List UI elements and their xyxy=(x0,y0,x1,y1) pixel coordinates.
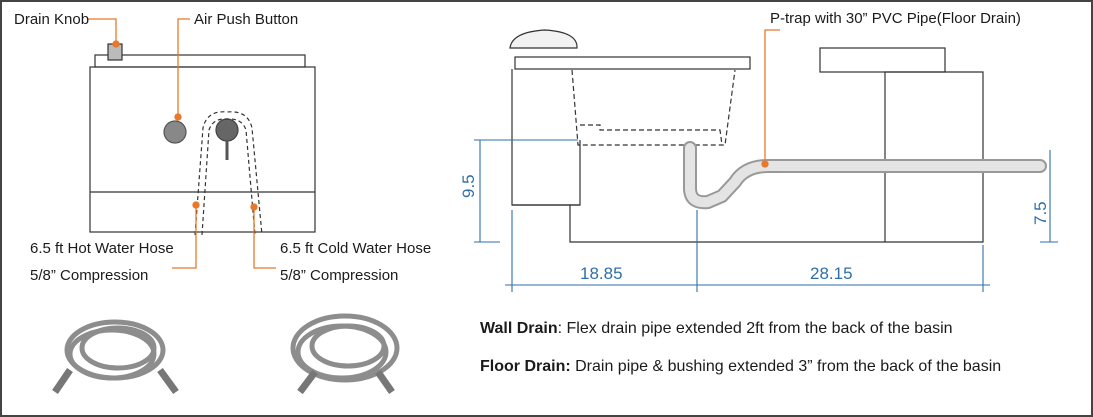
drain-knob-leader xyxy=(88,18,117,44)
cold-water-hose-image xyxy=(290,313,400,395)
front-callout-lines xyxy=(88,18,276,269)
dim-width-left-label: 18.85 xyxy=(580,264,623,283)
hose-outline-outer xyxy=(194,111,263,236)
cold-hose-label-1: 6.5 ft Cold Water Hose xyxy=(280,240,431,257)
wall-drain-text: : Flex drain pipe extended 2ft from the … xyxy=(557,320,953,337)
drain-pipe-highlight xyxy=(685,143,1045,208)
front-step xyxy=(570,140,581,206)
ptrap-dot xyxy=(761,160,769,168)
bowl-inner xyxy=(580,124,723,146)
side-body xyxy=(511,69,984,243)
drain-knob-label: Drain Knob xyxy=(14,11,89,28)
air-push-button xyxy=(163,120,187,144)
drain-knob-dot xyxy=(112,40,120,48)
floor-drain-note: Floor Drain: Drain pipe & bushing extend… xyxy=(480,358,1001,376)
dim-left-height-label: 9.5 xyxy=(459,174,478,198)
ptrap-leader xyxy=(764,29,780,164)
cold-hose-leader xyxy=(253,207,276,269)
dim-right-height-label: 7.5 xyxy=(1031,201,1050,225)
air-button-dot xyxy=(174,113,182,121)
basin-top xyxy=(514,56,751,70)
cold-hose-dot xyxy=(250,203,258,211)
basin-lid xyxy=(94,54,306,68)
floor-drain-text: Drain pipe & bushing extended 3” from th… xyxy=(570,358,1002,375)
hot-water-hose-image xyxy=(52,319,179,395)
air-push-button-label: Air Push Button xyxy=(194,11,298,28)
hot-hose-label-2: 5/8” Compression xyxy=(30,267,148,284)
floor-drain-label: Floor Drain: xyxy=(480,358,571,375)
dimension-lines xyxy=(474,139,1058,292)
hose-outline-inner xyxy=(201,118,256,236)
faucet xyxy=(215,118,239,142)
hot-hose-label-1: 6.5 ft Hot Water Hose xyxy=(30,240,174,257)
basin-body xyxy=(89,66,316,233)
wall-drain-note: Wall Drain: Flex drain pipe extended 2ft… xyxy=(480,320,953,338)
side-callout-lines xyxy=(761,29,780,168)
front-view xyxy=(89,43,316,236)
bowl-outline xyxy=(571,69,736,146)
ptrap-label: P-trap with 30” PVC Pipe(Floor Drain) xyxy=(770,10,1021,27)
dim-width-right-label: 28.15 xyxy=(810,264,853,283)
hot-hose-dot xyxy=(192,201,200,209)
headrest xyxy=(509,29,578,49)
rear-unit xyxy=(819,47,946,73)
cold-hose-label-2: 5/8” Compression xyxy=(280,267,398,284)
wall-drain-label: Wall Drain xyxy=(480,320,558,337)
hot-hose-leader xyxy=(172,205,197,269)
air-button-leader xyxy=(177,18,190,117)
side-view xyxy=(509,29,1047,243)
